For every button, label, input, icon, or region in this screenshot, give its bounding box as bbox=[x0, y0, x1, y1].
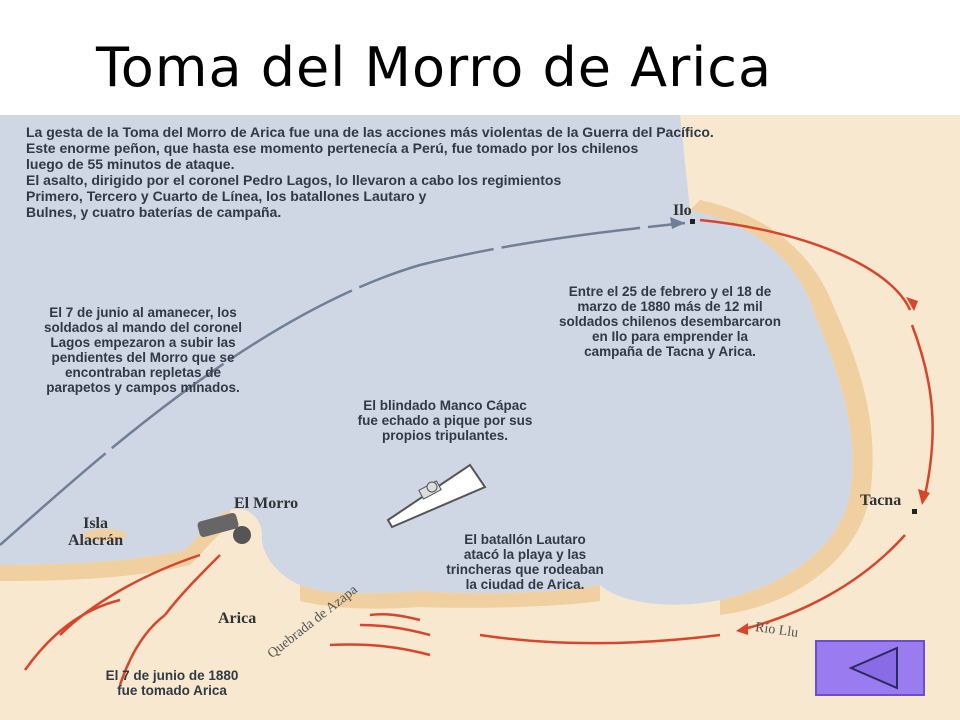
assault-arrows bbox=[23, 553, 431, 686]
back-triangle-icon bbox=[848, 646, 898, 690]
map-canvas bbox=[0, 115, 960, 720]
naval-arrow-head bbox=[670, 217, 685, 229]
label-isla-alacran: Isla Alacrán bbox=[68, 515, 124, 549]
annotation-capture: El 7 de junio de 1880 fue tomado Arica bbox=[105, 668, 239, 698]
route-arrow-3 bbox=[736, 623, 748, 635]
beach-south bbox=[300, 585, 600, 609]
label-el-morro: El Morro bbox=[234, 495, 299, 512]
beach-east bbox=[690, 200, 873, 615]
sea bbox=[0, 115, 853, 605]
intro-text: La gesta de la Toma del Morro de Arica f… bbox=[26, 124, 714, 220]
label-arica: Arica bbox=[218, 610, 257, 627]
annotation-landing: Entre el 25 de febrero y el 18 de marzo … bbox=[558, 284, 782, 359]
annotation-morro-assault: El 7 de junio al amanecer, los soldados … bbox=[43, 305, 243, 395]
tacna-marker bbox=[912, 509, 917, 514]
map: La gesta de la Toma del Morro de Arica f… bbox=[0, 115, 960, 720]
annotation-lautaro: El batallón Lautaro atacó la playa y las… bbox=[446, 532, 604, 592]
route-arrow-1 bbox=[906, 297, 918, 311]
naval-route bbox=[0, 221, 686, 546]
label-ilo: Ilo bbox=[673, 202, 692, 219]
cannon-icon bbox=[197, 512, 251, 544]
ship-icon bbox=[386, 463, 487, 529]
route-arrow-2 bbox=[918, 489, 930, 505]
land-route bbox=[479, 218, 934, 645]
label-tacna: Tacna bbox=[860, 492, 902, 509]
annotation-manco-capac: El blindado Manco Cápac fue echado a piq… bbox=[357, 398, 533, 443]
slide-title: Toma del Morro de Arica bbox=[96, 36, 773, 99]
back-button[interactable] bbox=[815, 640, 925, 696]
island bbox=[83, 529, 127, 541]
ilo-marker bbox=[690, 219, 695, 224]
